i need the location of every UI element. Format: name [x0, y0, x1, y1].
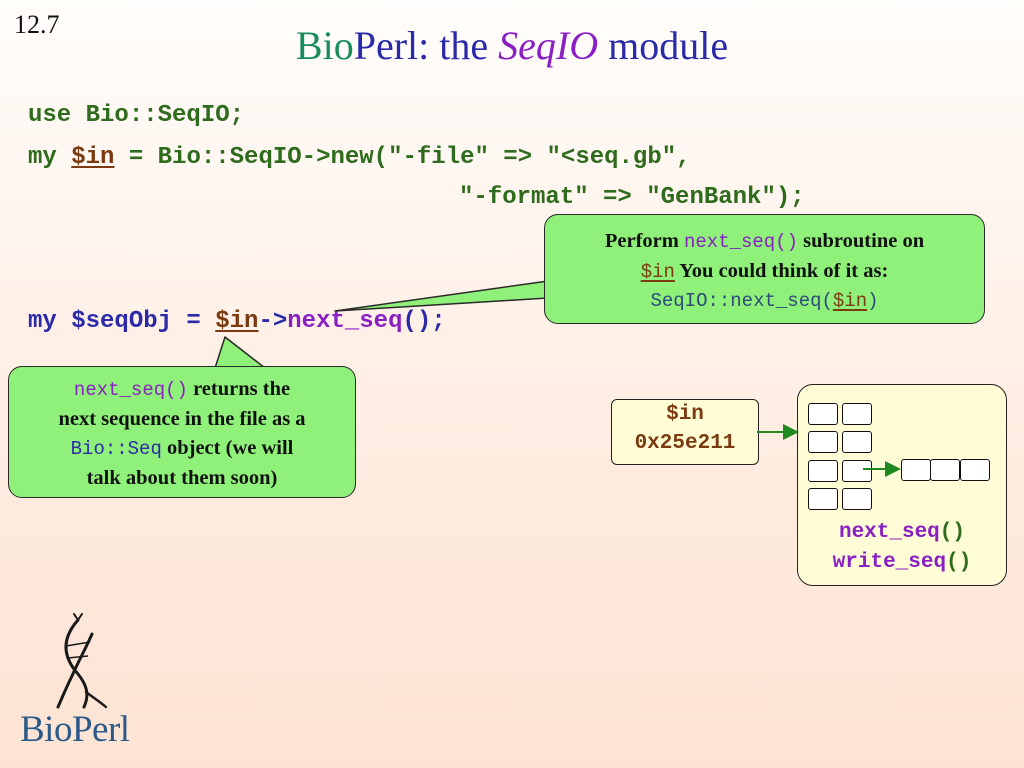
memory-cell	[808, 488, 838, 510]
slide-title: BioPerl: the SeqIO module	[0, 22, 1024, 69]
callout-left-line4: talk about them soon)	[86, 467, 278, 489]
returns-callout: next_seq() returns the next sequence in …	[8, 366, 356, 498]
callout-left-object: object (we will	[161, 437, 294, 459]
bioperl-logo-helix-icon	[56, 613, 108, 709]
code-line-next-seq: my $seqObj = $in->next_seq();	[28, 308, 446, 335]
memory-cell	[842, 460, 872, 482]
code-line-new: my $in = Bio::SeqIO->new("-file" => "<se…	[28, 144, 691, 171]
code-arrow: ->	[258, 308, 288, 335]
callout-left-method: next_seq()	[73, 379, 188, 401]
title-the: : the	[418, 23, 499, 68]
callout-perform-text: Perform	[604, 230, 684, 252]
slide-number: 12.7	[14, 10, 60, 39]
callout-call-post: )	[867, 290, 879, 312]
buffer-cell	[960, 459, 990, 481]
bioperl-logo-text: BioPerl	[20, 709, 130, 750]
callout-right-line1: Perform next_seq() subroutine on	[545, 227, 984, 257]
code-method-next-seq: next_seq	[287, 308, 403, 335]
memory-cell	[842, 431, 872, 453]
method-write-seq-parens: ()	[946, 551, 972, 574]
next-seq-callout: Perform next_seq() subroutine on $in You…	[544, 214, 985, 324]
code-new-call: = Bio::SeqIO->new("-file" => "<seq.gb",	[114, 144, 691, 171]
callout-right-line3: SeqIO::next_seq($in)	[545, 287, 984, 316]
memory-cell	[808, 460, 838, 482]
code-call-end: ();	[402, 308, 446, 335]
memory-cell	[842, 488, 872, 510]
callout-left-line1: next_seq() returns the	[9, 375, 355, 405]
method-write-seq: write_seq()	[798, 548, 1006, 578]
object-methods: next_seq() write_seq()	[798, 518, 1006, 578]
callout-call-var: $in	[832, 290, 868, 312]
callout-call-pre: SeqIO::next_seq(	[650, 290, 833, 312]
code-var-in-2: $in	[215, 308, 259, 335]
title-module: module	[598, 23, 729, 68]
callout-method: next_seq()	[683, 231, 799, 253]
method-next-seq-parens: ()	[939, 521, 966, 544]
variable-address-box: $in 0x25e211	[611, 399, 759, 465]
buffer-cell	[930, 459, 960, 481]
callout-left-returns: returns the	[187, 378, 291, 400]
callout-left-line2: next sequence in the file as a	[58, 408, 306, 430]
memory-cell	[808, 403, 838, 425]
method-write-seq-name: write_seq	[832, 551, 947, 574]
method-next-seq: next_seq()	[798, 518, 1006, 548]
callout-subroutine-text: subroutine on	[798, 230, 925, 252]
callout-right-line2: $in You could think of it as:	[545, 257, 984, 287]
memory-cell	[808, 431, 838, 453]
code-var-in: $in	[71, 144, 115, 171]
title-perl: Perl	[353, 23, 419, 68]
title-seqio: SeqIO	[498, 23, 599, 68]
code-line-format: "-format" => "GenBank");	[459, 184, 805, 211]
address-value: 0x25e211	[634, 432, 736, 455]
callout-left-line3: Bio::Seq object (we will	[9, 434, 355, 464]
callout-think-text: You could think of it as:	[674, 260, 889, 282]
title-bio: Bio	[295, 23, 354, 68]
memory-cell	[842, 403, 872, 425]
callout-var-in: $in	[640, 261, 675, 283]
code-my: my	[28, 144, 72, 171]
callout-left-class: Bio::Seq	[70, 438, 162, 460]
code-my-seqobj: my $seqObj =	[28, 308, 216, 335]
method-next-seq-name: next_seq	[838, 521, 940, 544]
code-line-use: use Bio::SeqIO;	[28, 102, 245, 129]
seqio-object-box: next_seq() write_seq()	[797, 384, 1007, 586]
address-var-label: $in	[666, 403, 704, 426]
